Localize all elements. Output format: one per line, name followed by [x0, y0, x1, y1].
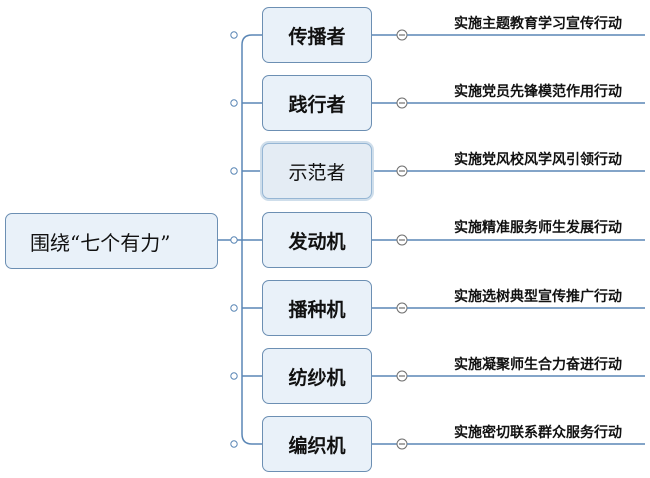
connector-dot-icon — [230, 236, 238, 244]
action-label-5[interactable]: 实施选树典型宣传推广行动 — [454, 289, 622, 305]
topic-node-3-selected[interactable]: 示范者 — [262, 143, 372, 199]
topic-node-6[interactable]: 纺纱机 — [262, 348, 372, 404]
connector-dot-icon — [230, 372, 238, 380]
action-label-2[interactable]: 实施党员先锋模范作用行动 — [454, 84, 622, 100]
action-label-4[interactable]: 实施精准服务师生发展行动 — [454, 220, 622, 236]
topic-node-7[interactable]: 编织机 — [262, 416, 372, 472]
topic-node-5[interactable]: 播种机 — [262, 280, 372, 336]
topic-node-4[interactable]: 发动机 — [262, 212, 372, 268]
connector-dot-icon — [230, 99, 238, 107]
root-topic[interactable]: 围绕“七个有力” — [5, 213, 218, 269]
connector-dot-icon — [230, 167, 238, 175]
topic-node-1[interactable]: 传播者 — [262, 7, 372, 63]
trunk-bottom-curve — [241, 433, 253, 445]
connector-dot-icon — [230, 440, 238, 448]
topic-node-2[interactable]: 践行者 — [262, 75, 372, 131]
action-label-7[interactable]: 实施密切联系群众服务行动 — [454, 425, 622, 441]
trunk-top-curve — [241, 34, 253, 46]
connector-dot-icon — [230, 31, 238, 39]
action-label-3[interactable]: 实施党风校风学风引领行动 — [454, 152, 622, 168]
action-label-6[interactable]: 实施凝聚师生合力奋进行动 — [454, 357, 622, 373]
connector-dot-icon — [230, 304, 238, 312]
action-label-1[interactable]: 实施主题教育学习宣传行动 — [454, 16, 622, 32]
